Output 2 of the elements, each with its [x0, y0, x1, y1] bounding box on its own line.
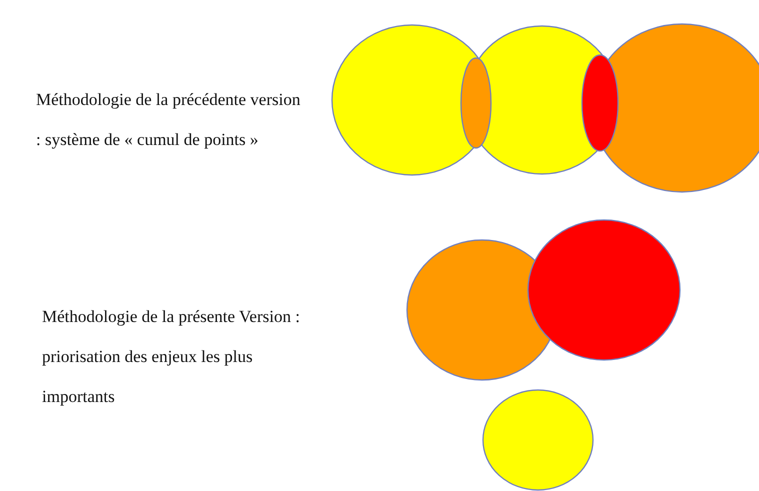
methodology-text: Méthodologie de la précédente version : système de « cumul de points » — [36, 89, 302, 151]
methodology-text: Méthodologie de la présente Version : priorisation des enjeux les plus importants — [42, 306, 301, 408]
